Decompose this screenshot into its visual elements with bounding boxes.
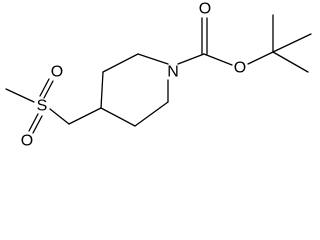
atom-carbonyl-oxygen: O xyxy=(199,1,211,18)
bond-methyl-sulfur xyxy=(5,88,35,103)
bond-tertiary-methyl-right xyxy=(272,33,312,53)
bond-sulfur-oxygen-top-b xyxy=(43,80,54,99)
bond-ring-c3-c2 xyxy=(102,53,139,73)
bond-sulfur-oxygen-bottom-a xyxy=(28,113,39,132)
bond-tertiary-methyl-down xyxy=(272,51,309,73)
bond-ring-c4-c3 xyxy=(100,71,104,109)
bond-carbonyl-ester-oxygen xyxy=(203,53,233,66)
bond-ring-c5-c4 xyxy=(100,107,136,127)
bond-ester-oxygen-tertiary xyxy=(247,51,274,65)
bond-ring-c2-n xyxy=(137,53,169,65)
bond-sulfur-methylene xyxy=(49,108,70,125)
atom-labels: N O O S O O xyxy=(21,1,246,150)
atom-sulfonyl-oxygen-top: O xyxy=(51,64,63,81)
atom-ester-oxygen: O xyxy=(234,60,246,77)
bond-nitrogen-carbonyl xyxy=(177,53,205,65)
bonds xyxy=(5,14,312,134)
atom-ring-nitrogen: N xyxy=(167,64,179,81)
bond-methylene-ring xyxy=(68,107,102,125)
chemical-structure: N O O S O O xyxy=(5,1,312,150)
bond-sulfur-oxygen-top-a xyxy=(39,78,50,97)
bond-ring-c6-c5 xyxy=(134,101,169,127)
bond-sulfur-oxygen-bottom-b xyxy=(32,115,43,134)
atom-sulfonyl-oxygen-bottom: O xyxy=(21,133,33,150)
atom-sulfur: S xyxy=(37,98,48,115)
